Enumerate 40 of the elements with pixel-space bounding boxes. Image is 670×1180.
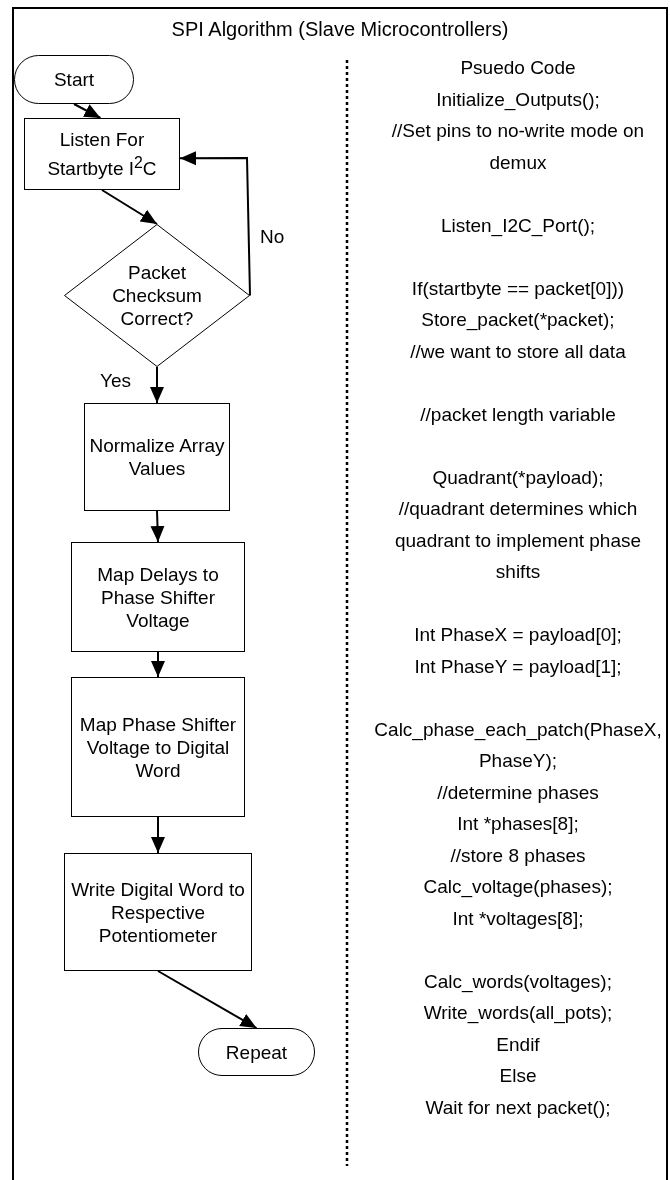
code-line: Endif [495,1032,541,1057]
code-line: //we want to store all data [409,339,627,364]
arrow [179,151,251,297]
code-line: Listen_I2C_Port(); [439,213,597,239]
arrow [151,651,165,678]
code-line: Int PhaseX = payload[0]; [413,623,623,647]
code-line: //Set pins to no-write mode on demux [390,119,646,175]
process-box: Map Delays to Phase Shifter Voltage [71,542,245,652]
arrow [150,510,165,543]
diagram-title: SPI Algorithm (Slave Microcontrollers) [170,17,510,42]
section-heading: Psuedo Code [459,56,577,80]
code-line: Initialize_Outputs(); [435,87,601,113]
decision-diamond: Packet Checksum Correct? [64,224,250,367]
code-line: //store 8 phases [449,843,587,868]
code-line: Wait for next packet(); [424,1095,612,1120]
arrow [73,103,102,119]
code-line: Int *phases[8]; [456,812,580,836]
code-line: //quadrant determines which quadrant to implement phase shifts [393,497,643,584]
code-line: Calc_voltage(phases); [422,875,614,900]
code-line: Else [498,1064,538,1088]
process-box: Listen For Startbyte I$^{2}$C [24,118,180,190]
code-line: Write_words(all_pots); [422,1001,614,1026]
code-line: //packet length variable [419,402,617,427]
code-line: Calc_words(voltages); [423,969,613,995]
arrow [151,816,165,854]
code-line: Calc_phase_each_patch(PhaseX,PhaseY); [373,717,663,773]
terminator: Start [14,55,134,104]
arrow [101,189,158,225]
code-line: //determine phases [436,780,600,805]
arrow [157,970,258,1029]
process-box: Map Phase Shifter Voltage to Digital Word [71,677,245,817]
process-box: Write Digital Word to Respective Potentiometer [64,853,252,971]
code-line: Int *voltages[8]; [451,906,585,931]
code-line: If(startbyte == packet[0])) [410,276,626,301]
code-line: Quadrant(*payload); [431,465,605,490]
code-line: Int PhaseY = payload[1]; [413,654,623,679]
arrow [150,366,164,404]
code-line: Store_packet(*packet); [420,308,616,333]
terminator: Repeat [198,1028,315,1076]
process-box: Normalize Array Values [84,403,230,511]
